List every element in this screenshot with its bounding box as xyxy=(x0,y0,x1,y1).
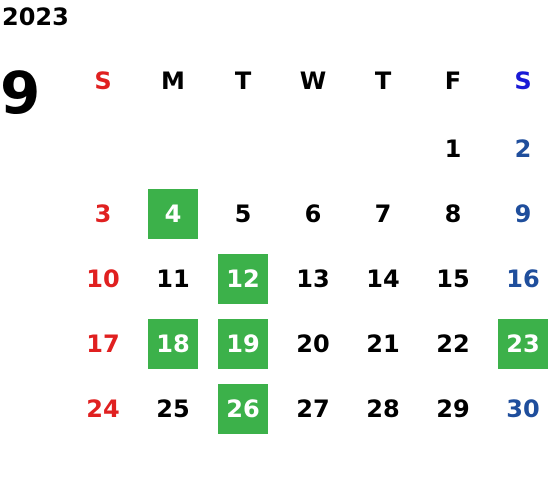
day-cell: 5 xyxy=(234,199,252,228)
day-cell-highlighted: 12 xyxy=(208,246,278,311)
weekday-header-wednesday: W xyxy=(299,67,327,95)
day-cell: 13 xyxy=(296,264,330,293)
day-cell: 1 xyxy=(444,134,462,163)
day-cell: 24 xyxy=(86,394,120,423)
day-cell: 9 xyxy=(514,199,532,228)
day-cell: 30 xyxy=(506,394,540,423)
weekday-header-monday: M xyxy=(161,67,185,95)
weekday-header-friday: F xyxy=(444,67,462,95)
day-cell: 3 xyxy=(94,199,112,228)
day-cell: 20 xyxy=(296,329,330,358)
weekday-header-saturday: S xyxy=(514,67,532,95)
day-cell-highlighted: 23 xyxy=(488,311,548,376)
day-cell: 7 xyxy=(374,199,392,228)
day-cell xyxy=(68,116,138,181)
day-cell xyxy=(278,116,348,181)
day-cell: 28 xyxy=(366,394,400,423)
day-cell-highlighted: 26 xyxy=(208,376,278,441)
day-cell: 25 xyxy=(156,394,190,423)
day-cell: 29 xyxy=(436,394,470,423)
day-cell: 21 xyxy=(366,329,400,358)
day-cell: 10 xyxy=(86,264,120,293)
day-cell-highlighted: 19 xyxy=(208,311,278,376)
day-cell: 2 xyxy=(514,134,532,163)
day-cell: 14 xyxy=(366,264,400,293)
weekday-header-sunday: S xyxy=(94,67,112,95)
year-label: 2023 xyxy=(2,3,69,31)
day-cell: 16 xyxy=(506,264,540,293)
day-cell: 11 xyxy=(156,264,190,293)
day-cell xyxy=(348,116,418,181)
day-cell: 15 xyxy=(436,264,470,293)
month-label: 9 xyxy=(0,59,41,127)
day-cell: 8 xyxy=(444,199,462,228)
weekday-header-tuesday: T xyxy=(234,67,252,95)
day-cell: 6 xyxy=(304,199,322,228)
day-cell: 22 xyxy=(436,329,470,358)
weekday-header-thursday: T xyxy=(374,67,392,95)
calendar-grid: S M T W T F S 1 2 3 4 5 6 7 8 9 10 11 12… xyxy=(68,46,548,441)
day-cell xyxy=(138,116,208,181)
day-cell-highlighted: 18 xyxy=(138,311,208,376)
day-cell: 17 xyxy=(86,329,120,358)
day-cell xyxy=(208,116,278,181)
day-cell-highlighted: 4 xyxy=(138,181,208,246)
day-cell: 27 xyxy=(296,394,330,423)
